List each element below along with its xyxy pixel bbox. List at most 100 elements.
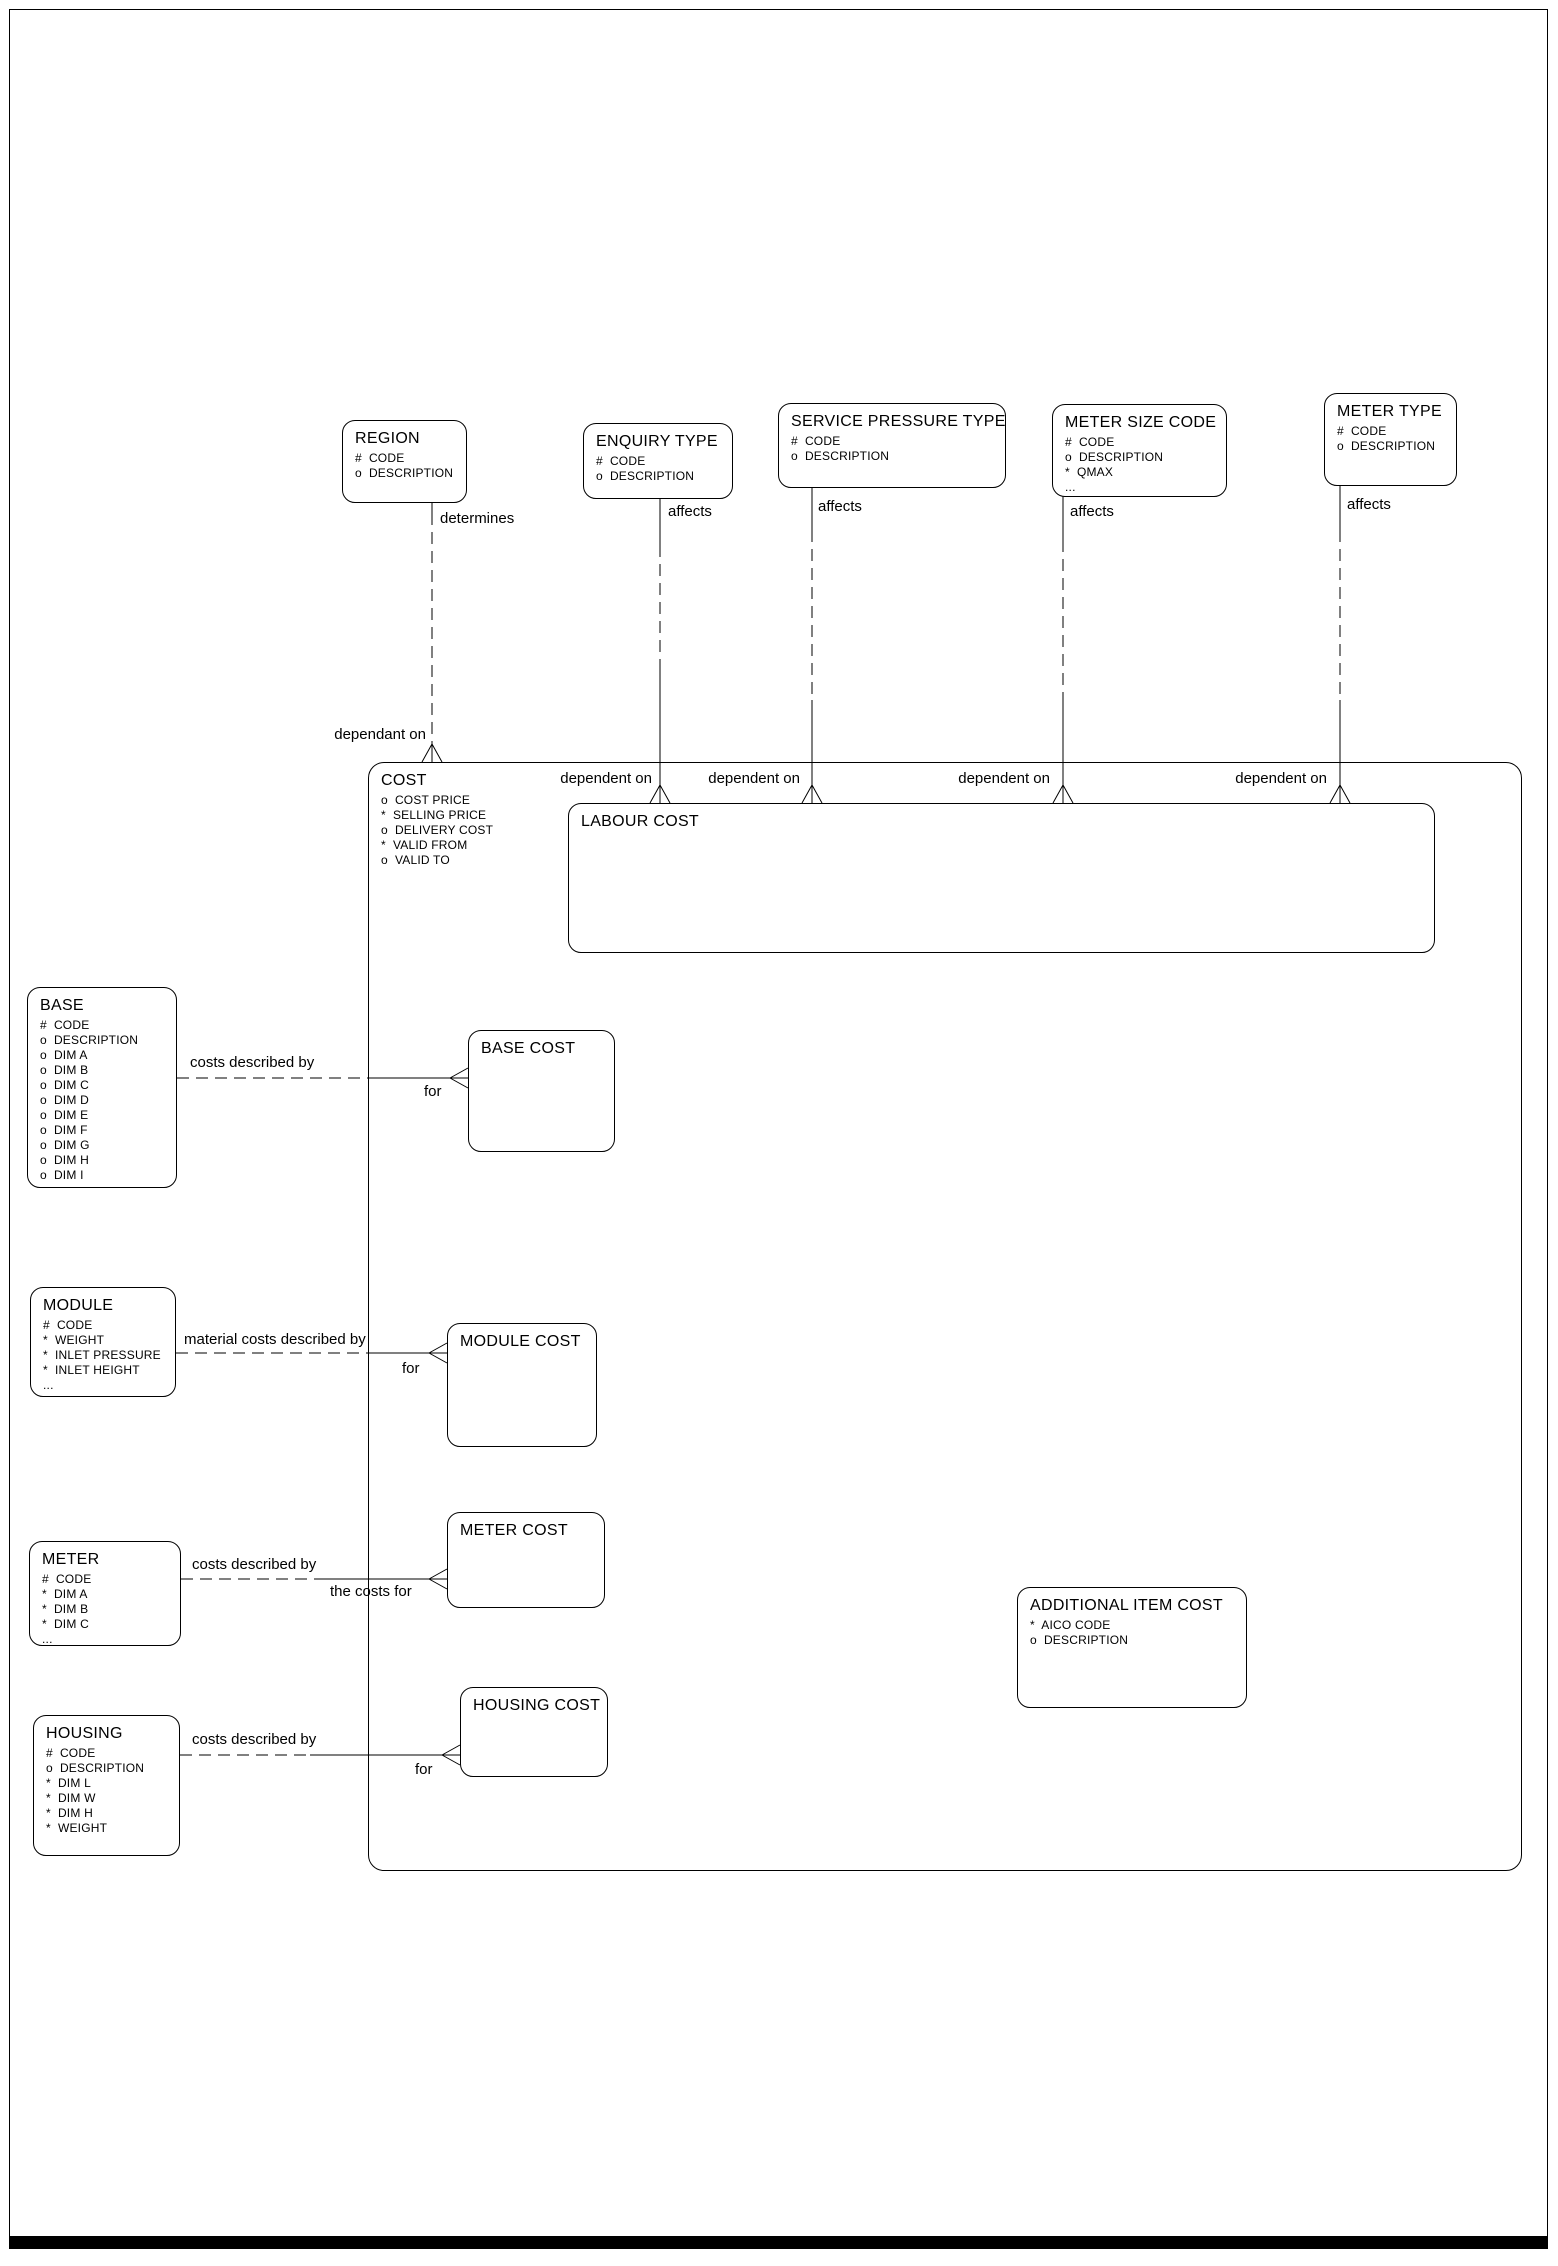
- attribute-line: o DIM E: [40, 1108, 89, 1122]
- attribute-list: # CODE* WEIGHT* INLET PRESSURE* INLET HE…: [43, 1318, 169, 1393]
- entity-labour-cost[interactable]: LABOUR COST: [568, 803, 1435, 953]
- entity-module[interactable]: MODULE # CODE* WEIGHT* INLET PRESSURE* I…: [30, 1287, 176, 1397]
- attribute-line: * INLET HEIGHT: [43, 1363, 140, 1377]
- entity-title: HOUSING COST: [473, 1697, 601, 1714]
- attribute-line: o COST PRICE: [381, 793, 471, 807]
- entity-title: METER COST: [460, 1522, 568, 1539]
- attribute-line: o DESCRIPTION: [46, 1761, 145, 1775]
- relationship-label-dependent-on-service: dependent on: [708, 770, 800, 787]
- entity-title: METER SIZE CODE: [1065, 414, 1217, 431]
- relationship-label-meter-costs-described-by: costs described by: [192, 1556, 317, 1573]
- attribute-line: ...: [42, 1632, 53, 1646]
- attribute-line: o DESCRIPTION: [1030, 1633, 1129, 1647]
- attribute-line: # CODE: [46, 1746, 96, 1760]
- attribute-line: * INLET PRESSURE: [43, 1348, 161, 1362]
- entity-meter-cost[interactable]: METER COST: [447, 1512, 605, 1608]
- attribute-line: # CODE: [596, 454, 646, 468]
- entity-title: BASE: [40, 997, 84, 1014]
- entity-title: COST: [381, 772, 427, 789]
- attribute-line: o DIM D: [40, 1093, 89, 1107]
- attribute-line: * AICO CODE: [1030, 1618, 1111, 1632]
- relationship-label-dependant-on: dependant on: [334, 726, 426, 743]
- attribute-list: # CODE* DIM A* DIM B* DIM C...: [42, 1572, 174, 1647]
- attribute-line: o DESCRIPTION: [791, 449, 890, 463]
- attribute-line: o DIM G: [40, 1138, 90, 1152]
- attribute-line: # CODE: [1065, 435, 1115, 449]
- entity-housing-cost[interactable]: HOUSING COST: [460, 1687, 608, 1777]
- attribute-line: # CODE: [355, 451, 405, 465]
- attribute-line: * WEIGHT: [46, 1821, 108, 1835]
- attribute-line: * QMAX: [1065, 465, 1114, 479]
- relationship-label-housing-for: for: [415, 1761, 433, 1778]
- attribute-line: o DIM A: [40, 1048, 88, 1062]
- entity-title: METER: [42, 1551, 100, 1568]
- attribute-line: o DIM H: [40, 1153, 89, 1167]
- relationship-label-dependent-on-metersize: dependent on: [958, 770, 1050, 787]
- entity-title: REGION: [355, 430, 420, 447]
- attribute-line: ...: [1065, 480, 1076, 494]
- relationship-label-dependent-on-metertype: dependent on: [1235, 770, 1327, 787]
- attribute-line: o DESCRIPTION: [596, 469, 695, 483]
- relationship-label-dependent-on-enquiry: dependent on: [560, 770, 652, 787]
- entity-title: METER TYPE: [1337, 403, 1442, 420]
- attribute-line: o DESCRIPTION: [40, 1033, 139, 1047]
- attribute-line: * DIM C: [42, 1617, 89, 1631]
- attribute-line: o DIM F: [40, 1123, 88, 1137]
- relationship-label-housing-costs-described-by: costs described by: [192, 1731, 317, 1748]
- attribute-line: * VALID FROM: [381, 838, 468, 852]
- attribute-line: * DIM W: [46, 1791, 96, 1805]
- entity-title: LABOUR COST: [581, 813, 699, 830]
- entity-title: ADDITIONAL ITEM COST: [1030, 1597, 1223, 1614]
- page-border: [9, 9, 1548, 2249]
- relationship-label-affects-metersize: affects: [1070, 503, 1114, 520]
- relationship-label-base-costs-described-by: costs described by: [190, 1054, 315, 1071]
- relationship-label-affects-metertype: affects: [1347, 496, 1391, 513]
- attribute-line: * DIM B: [42, 1602, 89, 1616]
- attribute-line: o DELIVERY COST: [381, 823, 494, 837]
- attribute-line: * WEIGHT: [43, 1333, 105, 1347]
- attribute-line: * DIM H: [46, 1806, 93, 1820]
- attribute-line: # CODE: [1337, 424, 1387, 438]
- relationship-label-meter-the-costs-for: the costs for: [330, 1583, 412, 1600]
- attribute-line: o DESCRIPTION: [355, 466, 454, 480]
- attribute-line: # CODE: [43, 1318, 93, 1332]
- attribute-line: # CODE: [791, 434, 841, 448]
- attribute-line: o DIM I: [40, 1168, 84, 1182]
- attribute-line: o VALID TO: [381, 853, 450, 867]
- relationship-label-module-material-costs-described-by: material costs described by: [184, 1331, 366, 1348]
- entity-module-cost[interactable]: MODULE COST: [447, 1323, 597, 1447]
- attribute-line: o DESCRIPTION: [1065, 450, 1164, 464]
- attribute-line: # CODE: [42, 1572, 92, 1586]
- relationship-label-affects-service: affects: [818, 498, 862, 515]
- relationship-label-affects-enquiry: affects: [668, 503, 712, 520]
- attribute-line: * SELLING PRICE: [381, 808, 487, 822]
- entity-title: BASE COST: [481, 1040, 576, 1057]
- relationship-label-module-for: for: [402, 1360, 420, 1377]
- entity-title: SERVICE PRESSURE TYPE: [791, 413, 1006, 430]
- attribute-line: o DESCRIPTION: [1337, 439, 1436, 453]
- attribute-line: # CODE: [40, 1018, 90, 1032]
- relationship-label-base-for: for: [424, 1083, 442, 1100]
- entity-meter[interactable]: METER # CODE* DIM A* DIM B* DIM C...: [29, 1541, 181, 1646]
- entity-base-cost[interactable]: BASE COST: [468, 1030, 615, 1152]
- entity-title: MODULE COST: [460, 1333, 581, 1350]
